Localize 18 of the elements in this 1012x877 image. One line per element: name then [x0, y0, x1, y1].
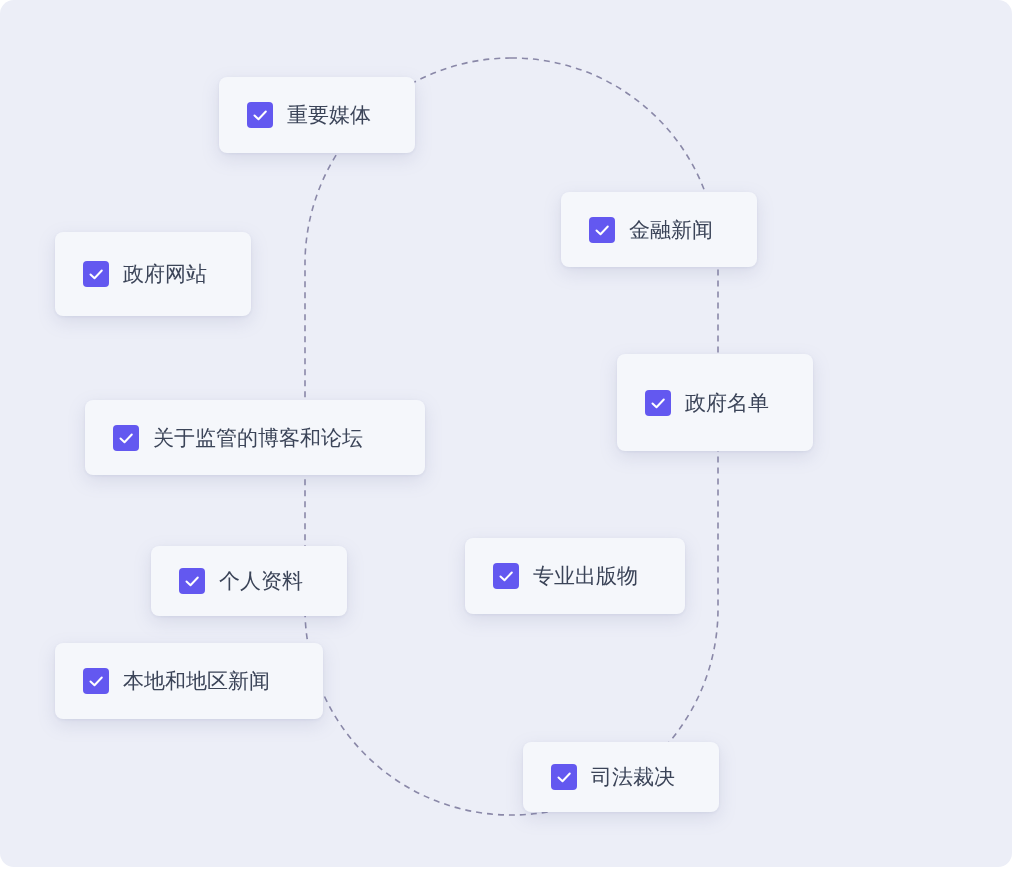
- card-label: 政府名单: [685, 389, 769, 417]
- checklist-card: [617, 354, 813, 451]
- checklist-card: [55, 232, 251, 316]
- checklist-card: [151, 546, 347, 616]
- checklist-card: [85, 400, 425, 475]
- card-label: 金融新闻: [629, 216, 713, 244]
- checklist-card: [465, 538, 685, 614]
- card-label: 个人资料: [219, 568, 303, 595]
- card-label: 关于监管的博客和论坛: [153, 424, 363, 452]
- card-label: 政府网站: [123, 261, 207, 288]
- card-label: 重要媒体: [287, 102, 371, 129]
- card-label: 专业出版物: [533, 563, 638, 590]
- checklist-card: [561, 192, 757, 267]
- card-label: 本地和地区新闻: [123, 668, 270, 695]
- checklist-card: [55, 643, 323, 719]
- checklist-card: [523, 742, 719, 812]
- checklist-card: [219, 77, 415, 153]
- card-label: 司法裁决: [591, 764, 675, 791]
